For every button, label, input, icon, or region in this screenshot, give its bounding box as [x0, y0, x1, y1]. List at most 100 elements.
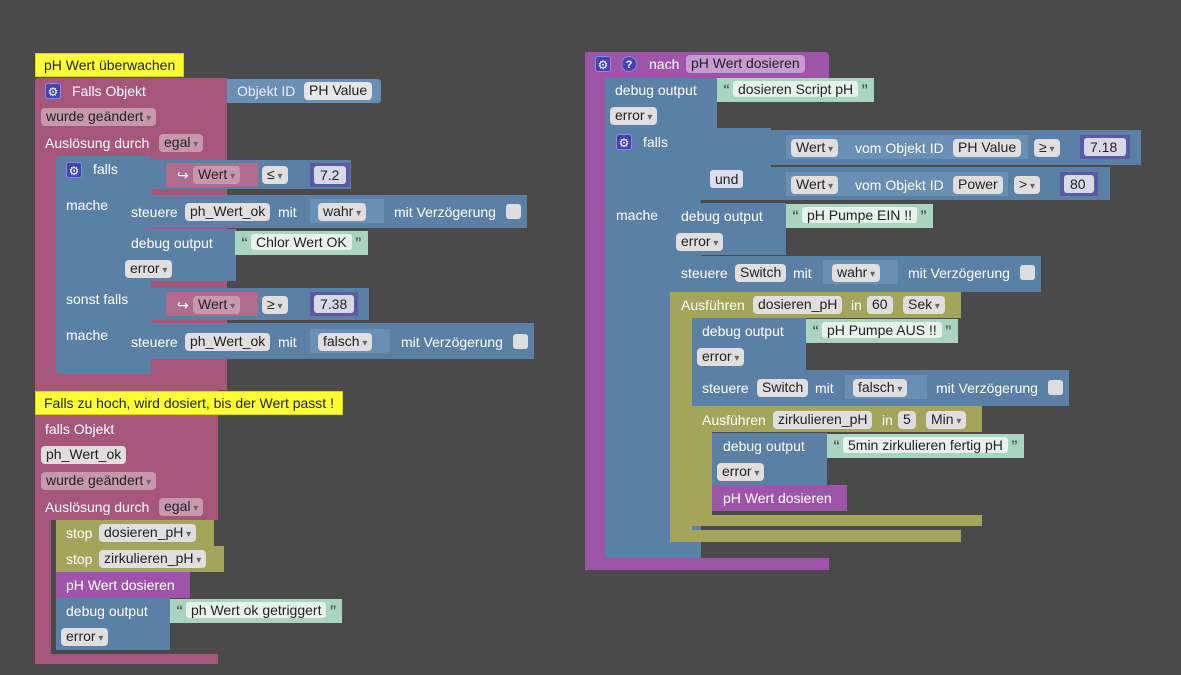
number-value[interactable]: 7.18: [1084, 138, 1126, 156]
operator-dropdown[interactable]: ≥: [1034, 139, 1060, 157]
in-label: in: [882, 412, 893, 428]
debug-text[interactable]: ph Wert ok getriggert: [186, 602, 327, 618]
bool-dropdown[interactable]: falsch: [853, 379, 908, 397]
timer-number[interactable]: 60: [867, 296, 893, 314]
set-target[interactable]: Switch: [757, 379, 809, 397]
debug-text[interactable]: dosieren Script pH: [733, 81, 859, 97]
help-icon[interactable]: ?: [621, 56, 637, 72]
number-block[interactable]: 80: [1060, 172, 1098, 196]
gear-icon[interactable]: ⚙: [45, 83, 61, 99]
change-dropdown[interactable]: wurde geändert: [41, 108, 157, 126]
delay-checkbox[interactable]: [1048, 380, 1063, 395]
debug-text[interactable]: Chlor Wert OK: [251, 234, 352, 250]
objekt-id-value[interactable]: PH Value: [304, 82, 373, 100]
timeout-block-2-foot: [692, 515, 982, 526]
function-spine: [585, 52, 605, 570]
debug-text[interactable]: 5min zirkulieren fertig pH: [843, 437, 1008, 453]
value-dropdown[interactable]: Wert: [791, 139, 839, 157]
debug-text-block[interactable]: “dosieren Script pH”: [717, 78, 875, 102]
level-dropdown[interactable]: error: [717, 463, 765, 481]
debug-label: debug output: [702, 323, 784, 339]
level-dropdown[interactable]: error: [610, 107, 658, 125]
number-block[interactable]: 7.18: [1080, 135, 1130, 159]
delay-checkbox[interactable]: [513, 334, 528, 349]
set-label: steuere: [702, 380, 749, 396]
trigger-dropdown[interactable]: egal: [159, 134, 204, 152]
level-dropdown[interactable]: error: [125, 260, 173, 278]
set-target[interactable]: ph_Wert_ok: [185, 203, 271, 221]
timer-unit[interactable]: Min: [926, 411, 967, 429]
object-value[interactable]: ph_Wert_ok: [41, 446, 127, 464]
func-name[interactable]: pH Wert dosieren: [686, 55, 805, 73]
value-dropdown[interactable]: Wert: [791, 176, 839, 194]
operator-dropdown[interactable]: ≥: [262, 296, 288, 314]
operator-dropdown[interactable]: ≤: [262, 166, 288, 184]
in-label: in: [851, 297, 862, 313]
and-label: und: [710, 170, 744, 188]
trigger-label: Auslösung durch: [45, 135, 150, 151]
number-value[interactable]: 80: [1064, 175, 1094, 193]
debug-text-block[interactable]: “Chlor Wert OK”: [235, 231, 368, 255]
timer-number[interactable]: 5: [898, 411, 916, 429]
debug-label: debug output: [615, 82, 697, 98]
number-value[interactable]: 7.2: [314, 166, 346, 184]
debug-text-block[interactable]: “ph Wert ok getriggert”: [170, 599, 343, 623]
level-dropdown[interactable]: error: [697, 348, 745, 366]
object-id[interactable]: Power: [953, 176, 1003, 194]
function-foot: [585, 558, 829, 570]
number-block[interactable]: 7.38: [310, 292, 358, 316]
var-dropdown[interactable]: Wert: [193, 166, 241, 184]
stop-dropdown[interactable]: zirkulieren_pH: [99, 550, 207, 568]
set-target[interactable]: ph_Wert_ok: [185, 333, 271, 351]
debug-text-block[interactable]: “pH Pumpe EIN !!”: [786, 204, 934, 228]
gear-icon[interactable]: ⚙: [616, 134, 632, 150]
debug-text-block[interactable]: “pH Pumpe AUS !!”: [806, 319, 958, 343]
comment-hat[interactable]: pH Wert überwachen: [35, 53, 185, 77]
comment-2[interactable]: Falls zu hoch, wird dosiert, bis der Wer…: [35, 391, 343, 415]
bool-dropdown[interactable]: wahr: [318, 203, 367, 221]
var-dropdown[interactable]: Wert: [193, 296, 241, 314]
debug-text[interactable]: pH Pumpe AUS !!: [822, 322, 942, 338]
call-label: pH Wert dosieren: [66, 577, 175, 593]
debug-text[interactable]: pH Pumpe EIN !!: [802, 207, 918, 223]
if-label: falls: [93, 161, 118, 177]
with-label: mit: [278, 204, 297, 220]
then-label: mache: [616, 207, 659, 223]
debug-label: debug output: [131, 235, 213, 251]
timer-name[interactable]: dosieren_pH: [753, 296, 843, 314]
debug-label: debug output: [66, 603, 148, 619]
falls-objekt-label: falls Objekt: [45, 421, 115, 437]
object-id[interactable]: PH Value: [953, 139, 1022, 157]
call-function-block[interactable]: [712, 485, 847, 511]
level-dropdown[interactable]: error: [61, 628, 109, 646]
if-and-block[interactable]: [701, 128, 771, 200]
number-value[interactable]: 7.38: [314, 295, 354, 313]
delay-checkbox[interactable]: [506, 204, 521, 219]
event-block-2-foot: [35, 654, 218, 664]
call-function-block[interactable]: [56, 572, 190, 598]
then-label: mache: [66, 327, 109, 343]
set-label: steuere: [131, 204, 178, 220]
timer-name[interactable]: zirkulieren_pH: [773, 411, 873, 429]
operator-dropdown[interactable]: >: [1014, 176, 1040, 194]
arrow-icon: ↪: [177, 167, 189, 183]
of-label: vom Objekt ID: [855, 177, 944, 193]
number-block[interactable]: 7.2: [310, 163, 350, 187]
if-block-foot: [605, 546, 701, 558]
level-dropdown[interactable]: error: [676, 233, 724, 251]
gear-icon[interactable]: ⚙: [595, 56, 611, 72]
bool-dropdown[interactable]: wahr: [832, 264, 881, 282]
if-label: falls: [643, 134, 668, 150]
stop-dropdown[interactable]: dosieren_pH: [99, 524, 197, 542]
trigger-dropdown[interactable]: egal: [159, 498, 204, 516]
set-target[interactable]: Switch: [735, 264, 787, 282]
timeout-block-1-foot: [670, 530, 961, 542]
debug-text-block[interactable]: “5min zirkulieren fertig pH”: [827, 434, 1024, 458]
delay-checkbox[interactable]: [1020, 265, 1035, 280]
timer-unit[interactable]: Sek: [903, 296, 945, 314]
bool-dropdown[interactable]: falsch: [318, 333, 373, 351]
delay-label: mit Verzögerung: [394, 204, 496, 220]
objekt-id-label: Objekt ID: [237, 83, 296, 99]
gear-icon[interactable]: ⚙: [66, 162, 82, 178]
change-dropdown[interactable]: wurde geändert: [41, 472, 157, 490]
